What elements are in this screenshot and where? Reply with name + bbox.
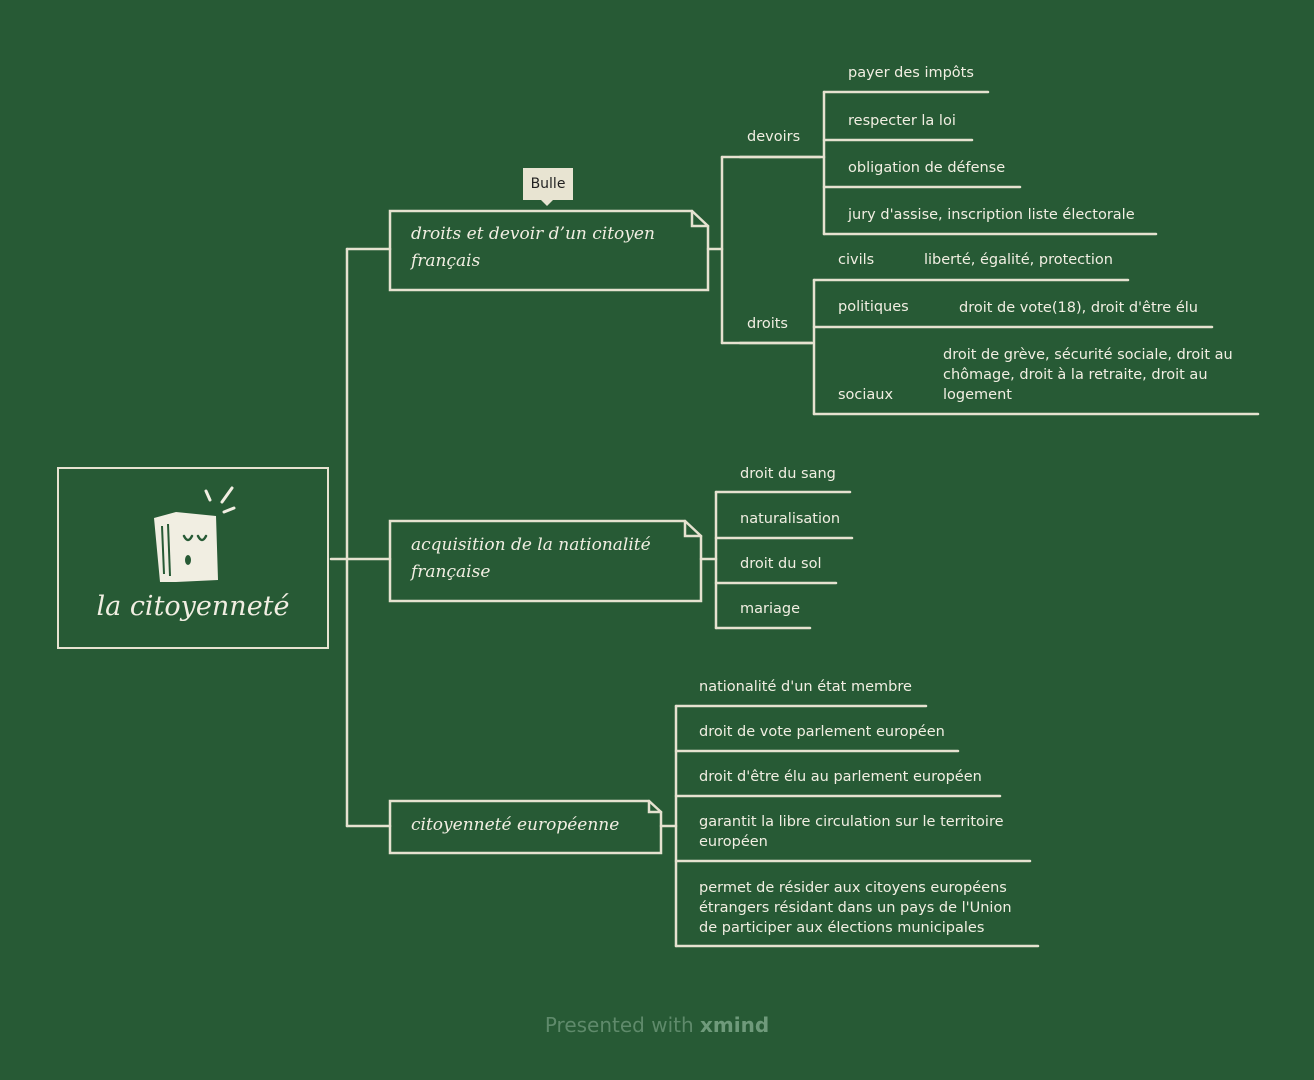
subgroup-civils[interactable]: civils: [838, 252, 875, 268]
text-line: européen: [699, 834, 768, 850]
callout-bulle[interactable]: Bulle: [523, 168, 573, 206]
branch-2-line-1: acquisition de la nationalité: [411, 535, 651, 555]
footer-prefix: Presented with: [544, 1013, 701, 1037]
group-droits[interactable]: droits: [747, 316, 788, 332]
list-item[interactable]: droit de vote(18), droit d'être élu: [959, 300, 1198, 316]
list-item[interactable]: mariage: [740, 601, 801, 617]
group-devoirs[interactable]: devoirs: [747, 129, 801, 145]
text-line: permet de résider aux citoyens européens: [699, 880, 1007, 896]
text-line: de participer aux élections municipales: [699, 920, 985, 936]
book-face-icon: [154, 486, 236, 582]
list-item[interactable]: jury d'assise, inscription liste élector…: [848, 207, 1135, 223]
branch-1-frame: [388, 209, 710, 292]
subgroup-sociaux[interactable]: sociaux: [838, 387, 894, 403]
branch-1-line-2: français: [411, 251, 481, 271]
list-item[interactable]: droit de vote parlement européen: [699, 724, 945, 740]
branch-2-frame: [388, 519, 703, 603]
list-item[interactable]: droit du sang: [740, 466, 836, 482]
footer-brand: xmind: [700, 1013, 770, 1037]
text-line: droit de grève, sécurité sociale, droit …: [943, 347, 1233, 363]
branch-3-frame: [388, 799, 663, 855]
branch-3-line-1: citoyenneté européenne: [411, 815, 620, 835]
list-item[interactable]: obligation de défense: [848, 160, 1006, 176]
root-node[interactable]: la citoyenneté: [57, 467, 329, 649]
list-item[interactable]: droit d'être élu au parlement européen: [699, 769, 982, 785]
list-item[interactable]: permet de résider aux citoyens européens…: [699, 878, 1012, 938]
list-item[interactable]: garantit la libre circulation sur le ter…: [699, 812, 1004, 852]
text-line: logement: [943, 387, 1012, 403]
root-label: la citoyenneté: [96, 591, 290, 622]
list-item[interactable]: respecter la loi: [848, 113, 956, 129]
text-line: chômage, droit à la retraite, droit au: [943, 367, 1208, 383]
list-item[interactable]: liberté, égalité, protection: [924, 252, 1113, 268]
text-line: garantit la libre circulation sur le ter…: [699, 814, 1004, 830]
branch-1-line-1: droits et devoir d’un citoyen: [411, 224, 655, 244]
text-line: étrangers résidant dans un pays de l'Uni…: [699, 900, 1012, 916]
subgroup-politiques[interactable]: politiques: [838, 299, 909, 315]
list-item[interactable]: nationalité d'un état membre: [699, 679, 912, 695]
list-item[interactable]: payer des impôts: [848, 65, 974, 81]
list-item[interactable]: droit de grève, sécurité sociale, droit …: [943, 345, 1233, 405]
branch-2-line-2: française: [411, 562, 491, 582]
list-item[interactable]: naturalisation: [740, 511, 841, 527]
list-item[interactable]: droit du sol: [740, 556, 822, 572]
footer-watermark: Presented with xmind: [0, 1013, 1314, 1037]
